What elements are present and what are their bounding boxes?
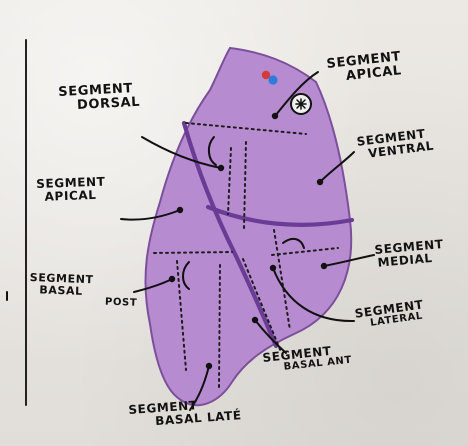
label-segment-apical-left: SEGMENT APICAL: [36, 176, 106, 204]
label-segment-dorsal-line2: DORSAL: [77, 95, 141, 112]
label-segment-dorsal: SEGMENT DORSAL: [58, 82, 140, 113]
label-segment-apical-left-line2: APICAL: [44, 188, 106, 203]
label-segment-basal-post: SEGMENT BASAL POST: [29, 272, 138, 309]
blue-dot: [268, 75, 277, 84]
label-segment-basal-post-line3: POST: [105, 298, 138, 310]
bronchus-symbol: [291, 94, 311, 114]
